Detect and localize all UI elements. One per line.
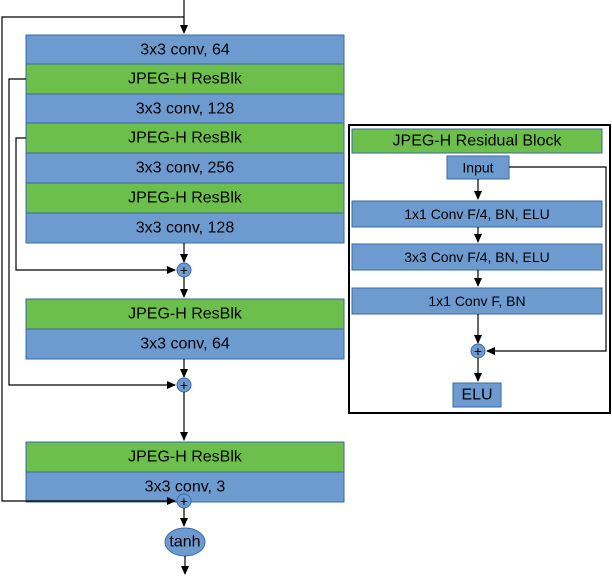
- res3-label: JPEG-H ResBlk: [128, 190, 243, 207]
- rb-layer1-label: 1x1 Conv F/4, BN, ELU: [404, 206, 550, 222]
- res2-block: [25, 122, 345, 154]
- residual-block-title-box: [351, 128, 603, 154]
- conv3-block: [25, 152, 345, 184]
- input-label: Input: [462, 160, 493, 176]
- conv6-label: 3x3 conv, 3: [145, 479, 226, 496]
- skip-connection-3: [1, 16, 184, 505]
- res2-label: JPEG-H ResBlk: [128, 130, 243, 147]
- rb-layer2-box: [351, 243, 603, 271]
- res4-block: [25, 298, 345, 330]
- res1-label: JPEG-H ResBlk: [128, 71, 243, 88]
- rb-layer1-box: [351, 200, 603, 228]
- adder-1-symbol: +: [180, 262, 188, 278]
- rb-adder-symbol: +: [474, 343, 482, 359]
- rb-skip-connection: [486, 166, 607, 355]
- rb-layer3-box: [351, 287, 603, 315]
- skip-connection-1: [15, 137, 176, 274]
- conv2-label: 3x3 conv, 128: [136, 101, 235, 118]
- rb-elu-label: ELU: [461, 387, 492, 404]
- tanh-label: tanh: [169, 534, 200, 551]
- conv5-label: 3x3 conv, 64: [140, 336, 230, 353]
- rb-layer3-label: 1x1 Conv F, BN: [428, 293, 525, 309]
- rb-layer2-label: 3x3 Conv F/4, BN, ELU: [404, 249, 550, 265]
- conv4-label: 3x3 conv, 128: [136, 220, 235, 237]
- residual-block-title: JPEG-H Residual Block: [393, 133, 563, 150]
- res5-label: JPEG-H ResBlk: [128, 449, 243, 466]
- res4-label: JPEG-H ResBlk: [128, 306, 243, 323]
- conv4-block: [25, 212, 345, 244]
- res3-block: [25, 182, 345, 214]
- res1-block: [25, 63, 345, 95]
- conv5-block: [25, 328, 345, 360]
- adder-3-symbol: +: [180, 493, 188, 509]
- rb-elu-box: [452, 382, 502, 408]
- conv3-label: 3x3 conv, 256: [136, 160, 235, 177]
- skip-connection-2: [8, 78, 176, 389]
- conv1-label: 3x3 conv, 64: [140, 42, 230, 59]
- adder-2-symbol: +: [180, 377, 188, 393]
